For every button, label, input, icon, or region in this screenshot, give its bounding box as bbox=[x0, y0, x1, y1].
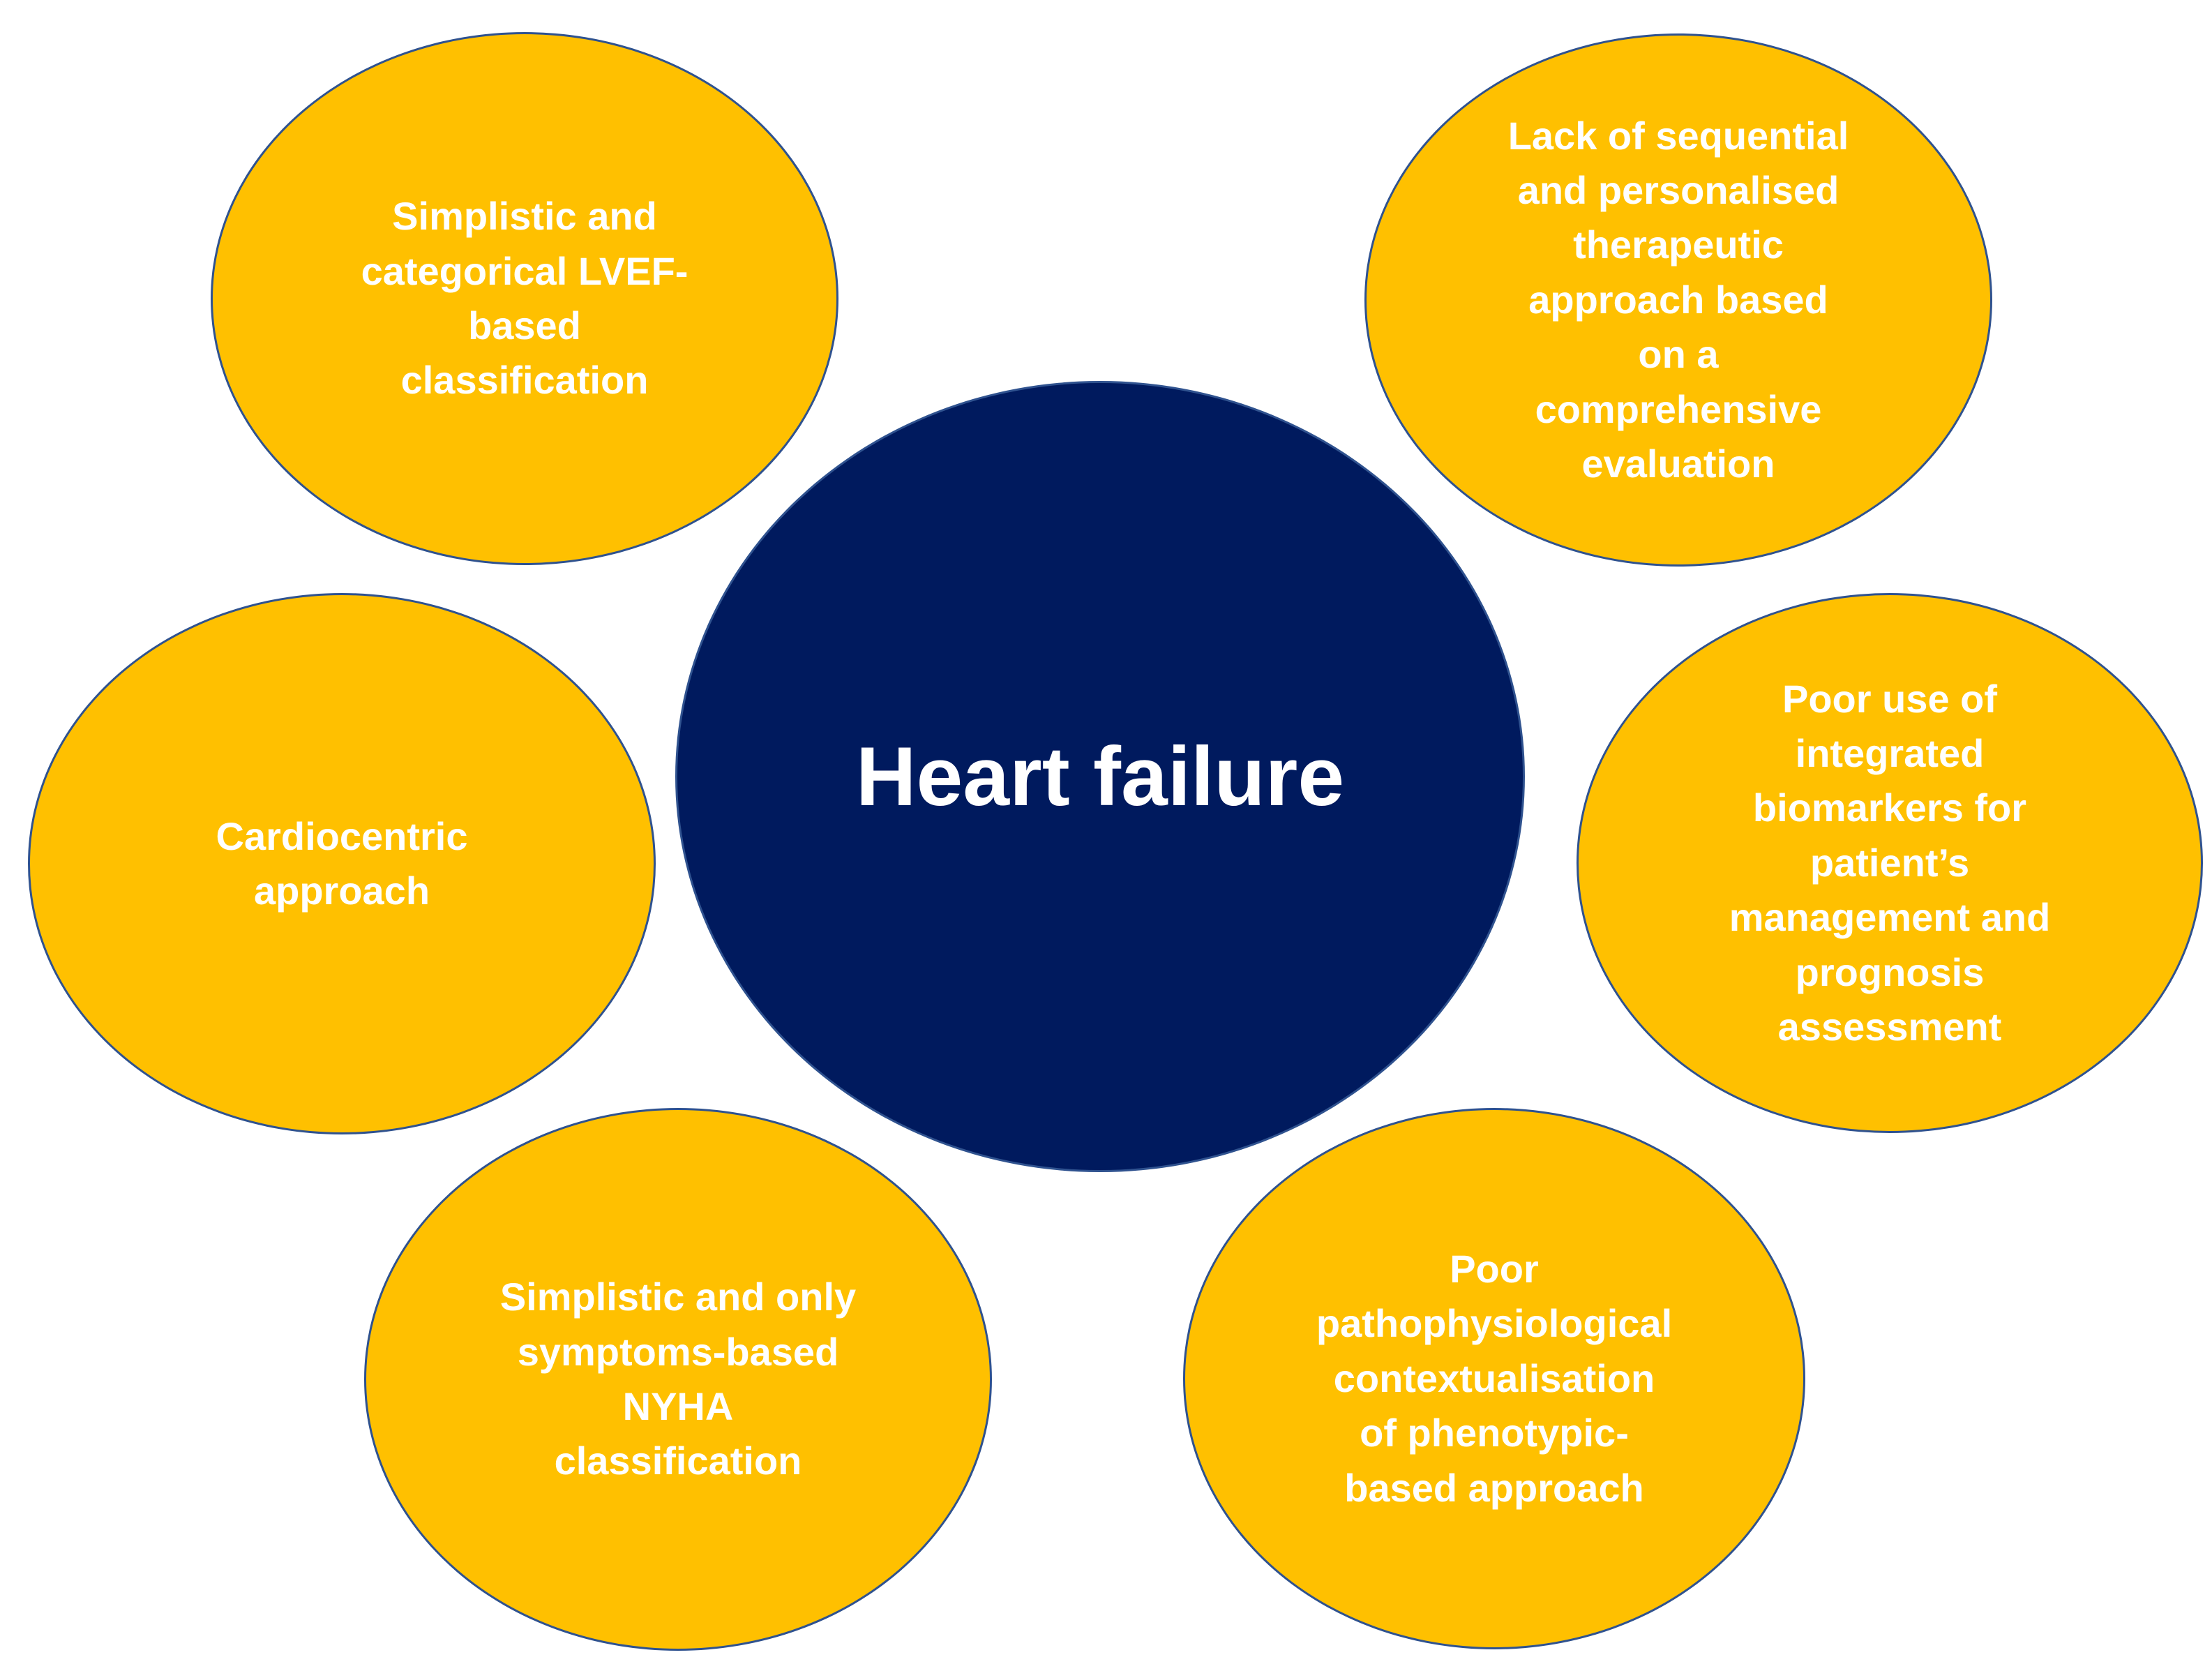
biomarkers-node: Poor use of integrated biomarkers for pa… bbox=[1577, 593, 2203, 1133]
pathophysiology-label: Poor pathophysiological contextualisatio… bbox=[1316, 1247, 1673, 1510]
cardiocentric-approach-label: Cardiocentric approach bbox=[216, 814, 468, 913]
cardiocentric-approach-node: Cardiocentric approach bbox=[28, 593, 656, 1134]
nyha-classification-label: Simplistic and only symptoms-based NYHA … bbox=[499, 1275, 857, 1483]
nyha-classification-node: Simplistic and only symptoms-based NYHA … bbox=[364, 1108, 992, 1651]
therapeutic-approach-label: Lack of sequential and personalised ther… bbox=[1507, 113, 1849, 486]
lvef-classification-label: Simplistic and categorical LVEF- based c… bbox=[361, 194, 689, 403]
heart-failure-center-node: Heart failure bbox=[675, 381, 1525, 1172]
biomarkers-label: Poor use of integrated biomarkers for pa… bbox=[1729, 676, 2051, 1049]
lvef-classification-node: Simplistic and categorical LVEF- based c… bbox=[211, 32, 838, 565]
heart-failure-title: Heart failure bbox=[855, 730, 1345, 823]
pathophysiology-node: Poor pathophysiological contextualisatio… bbox=[1183, 1108, 1805, 1649]
therapeutic-approach-node: Lack of sequential and personalised ther… bbox=[1364, 33, 1992, 567]
